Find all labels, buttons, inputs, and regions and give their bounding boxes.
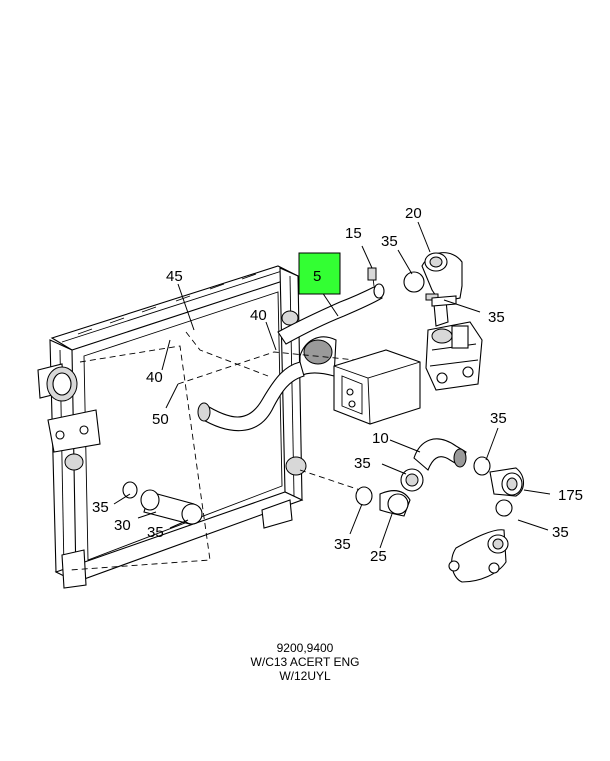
leader-lines [113, 221, 551, 549]
callout-5: 5 [313, 268, 321, 285]
callout-40: 40 [146, 369, 163, 386]
callout-20: 20 [405, 205, 422, 222]
callout-45: 45 [166, 268, 183, 285]
callout-35: 35 [490, 410, 507, 427]
thermostat-housing [425, 299, 483, 391]
callout-35: 35 [381, 233, 398, 250]
callout-35: 35 [488, 309, 505, 326]
dashed-leader-45 [185, 331, 269, 377]
caption-engine: W/C13 ACERT ENG [250, 655, 360, 669]
dashed-outline [69, 345, 211, 571]
shroud-bracket [333, 349, 421, 425]
dashed-outline-right [299, 469, 361, 491]
radiator-assembly [37, 265, 337, 589]
highlight-box-part-5 [298, 252, 341, 295]
callout-35: 35 [92, 499, 109, 516]
callout-40: 40 [250, 307, 267, 324]
water-outlet-housing [448, 499, 513, 583]
caption-model: 9200,9400 [276, 641, 334, 655]
hose-175 [473, 456, 525, 497]
hose-25 [355, 468, 424, 517]
callout-35: 35 [552, 524, 569, 541]
hose-10 [413, 438, 467, 471]
callout-35: 35 [354, 455, 371, 472]
caption-option: W/12UYL [279, 669, 331, 683]
callout-50: 50 [152, 411, 169, 428]
callout-15: 15 [345, 225, 362, 242]
callout-30: 30 [114, 517, 131, 534]
callout-175: 175 [558, 487, 583, 504]
hose-5 [277, 267, 385, 345]
dashed-leader-40 [177, 351, 357, 385]
callout-35: 35 [147, 524, 164, 541]
callout-25: 25 [370, 548, 387, 565]
hose-30 [122, 481, 203, 525]
callout-labels: 5 15 20 35 35 45 40 40 50 10 35 35 175 3… [92, 205, 583, 565]
callout-10: 10 [372, 430, 389, 447]
elbow-20 [403, 252, 463, 307]
callout-35: 35 [334, 536, 351, 553]
